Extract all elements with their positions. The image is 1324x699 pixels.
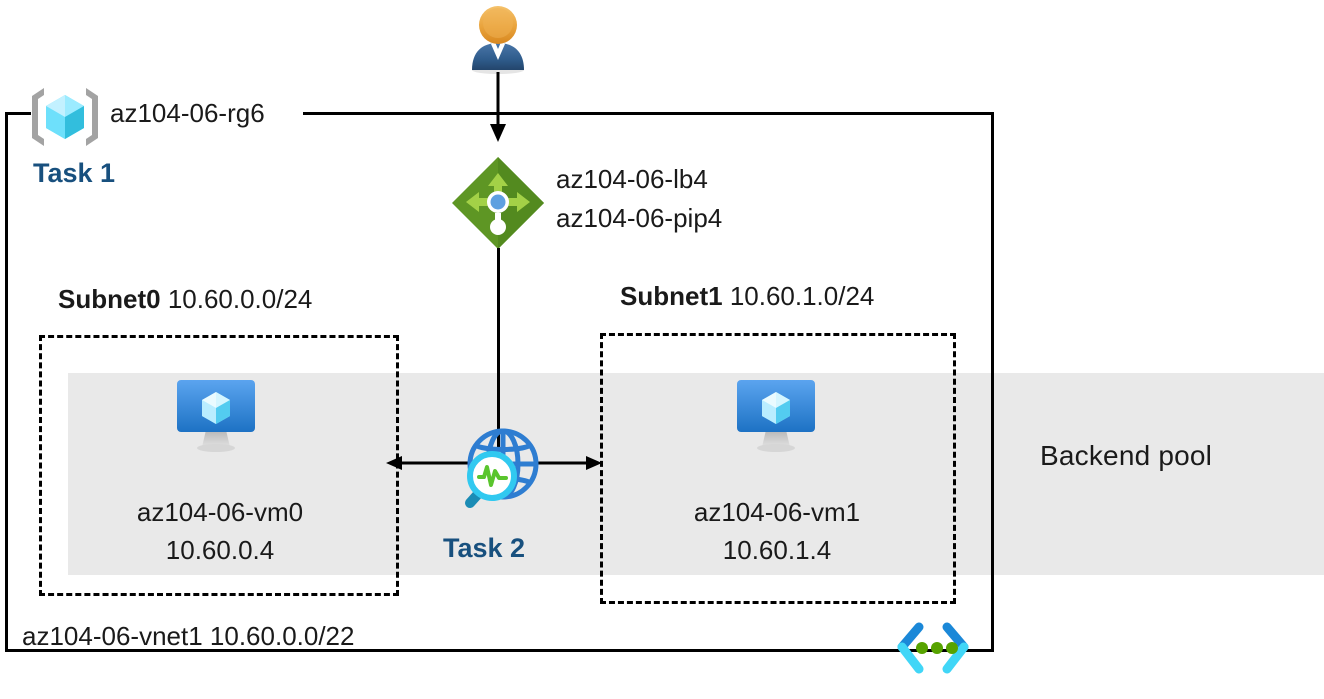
backend-pool-band [68, 373, 1324, 575]
vm1-ip: 10.60.1.4 [722, 535, 832, 565]
load-balancer-to-vm-connector [497, 248, 500, 448]
vnet-border-top-right-segment [303, 112, 994, 115]
vnet-label: az104-06-vnet1 10.60.0.0/22 [22, 621, 355, 651]
network-watcher-icon [452, 420, 548, 516]
virtual-network-icon [891, 621, 975, 677]
virtual-machine-icon [733, 378, 819, 454]
vm0-ip: 10.60.0.4 [165, 535, 275, 565]
subnet0-heading: Subnet0 10.60.0.0/24 [58, 284, 312, 315]
task-1-label: Task 1 [33, 158, 116, 188]
subnet0-cidr: 10.60.0.0/24 [167, 284, 313, 314]
vm1-name: az104-06-vm1 [693, 497, 861, 527]
public-ip-name: az104-06-pip4 [556, 203, 723, 233]
vm0-name: az104-06-vm0 [136, 497, 304, 527]
user-icon [461, 2, 535, 74]
backend-pool-label: Backend pool [1040, 440, 1213, 471]
vnet-border-right [991, 112, 994, 652]
load-balancer-name: az104-06-lb4 [556, 164, 708, 194]
subnet1-box [600, 333, 956, 604]
vnet-border-left [5, 112, 8, 652]
load-balancer-icon [450, 155, 546, 251]
virtual-machine-icon [173, 378, 259, 454]
vnet-border-bottom [5, 649, 994, 652]
task-2-label: Task 2 [443, 533, 526, 563]
user-to-load-balancer-arrow [478, 72, 520, 144]
resource-group-name: az104-06-rg6 [110, 98, 265, 128]
subnet1-cidr: 10.60.1.0/24 [729, 281, 875, 311]
subnet1-heading: Subnet1 10.60.1.0/24 [620, 281, 874, 312]
resource-group-icon [28, 86, 102, 148]
vnet-border-top-left-segment [5, 112, 31, 115]
subnet1-name: Subnet1 [620, 281, 723, 311]
subnet0-name: Subnet0 [58, 284, 161, 314]
